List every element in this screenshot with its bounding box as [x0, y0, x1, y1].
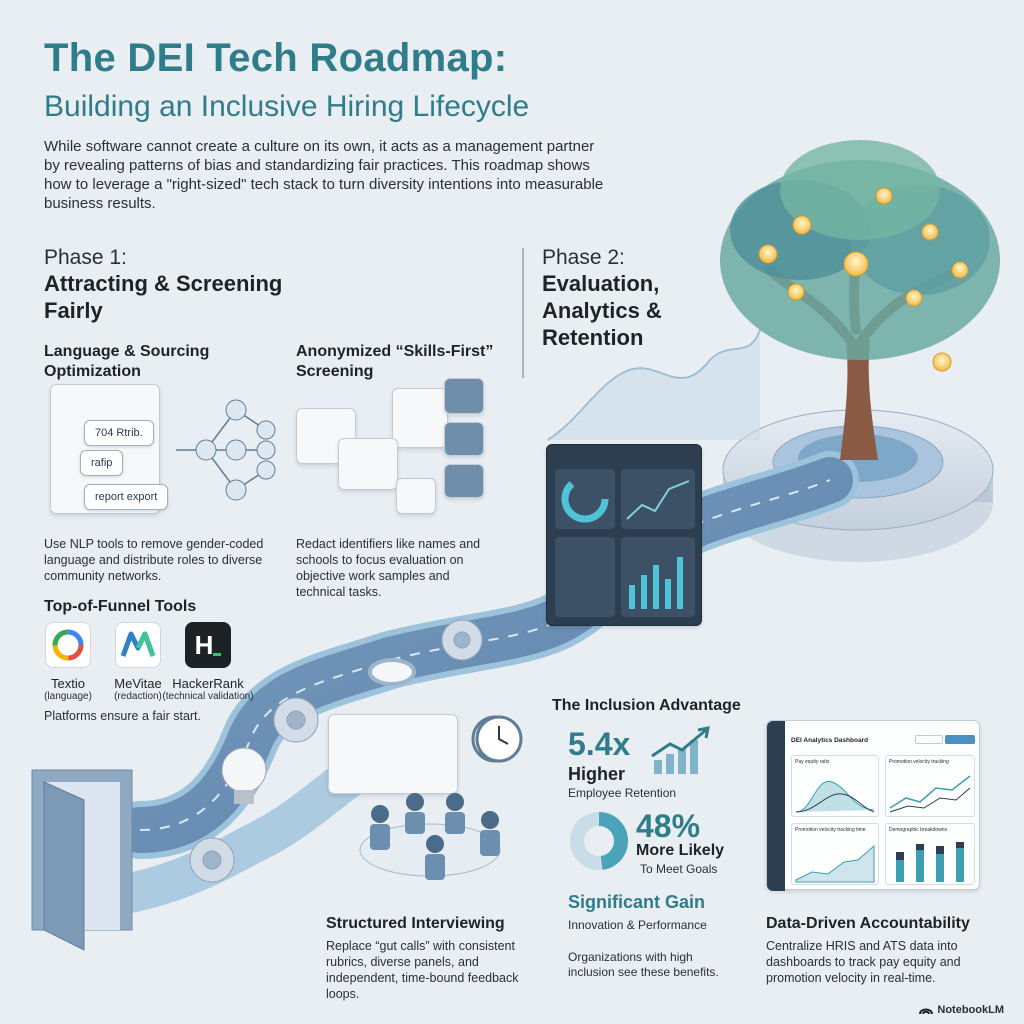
- anonymized-screening-illustration: [296, 378, 496, 528]
- stat-goals-label: More Likely: [636, 842, 725, 859]
- phase-1-header: Phase 1: Attracting & Screening Fairly: [44, 246, 284, 324]
- phase-divider: [522, 248, 524, 378]
- tool-textio[interactable]: Textio (language): [20, 622, 116, 702]
- accountability-text: Centralize HRIS and ATS data into dashbo…: [766, 939, 961, 985]
- interviewing-title: Structured Interviewing: [326, 915, 505, 932]
- panel-label: Demographic breakdowns: [889, 827, 948, 833]
- intro-text: While software cannot create a culture o…: [44, 138, 604, 212]
- phase-2-title: Evaluation, Analytics & Retention: [542, 271, 662, 350]
- clock-icon: [475, 715, 523, 763]
- textio-ring-icon: [45, 622, 91, 668]
- analytics-screen: [546, 444, 702, 626]
- growth-chart-icon: [651, 726, 710, 774]
- page-subtitle: Building an Inclusive Hiring Lifecycle: [44, 90, 530, 123]
- language-sourcing-illustration: 704 Rtrib. rafip report export: [40, 384, 280, 524]
- network-icon: [176, 399, 276, 501]
- tool-note: (language): [44, 691, 92, 702]
- language-sourcing-title: Language & Sourcing Optimization: [44, 343, 210, 380]
- area-chart-icon: [795, 780, 875, 813]
- stat-retention-label: Higher: [568, 764, 626, 784]
- gain-title: Significant Gain: [568, 892, 706, 912]
- phase-2-header: Phase 2: Evaluation, Analytics & Retenti…: [542, 246, 762, 351]
- tree-icon: [720, 140, 1000, 460]
- bar-chart-icon: [896, 842, 964, 882]
- door-icon: [31, 769, 133, 951]
- panel-label: Promotion velocity tracking: [889, 759, 949, 765]
- notebooklm-logo-icon: [919, 1008, 934, 1015]
- brand-name: NotebookLM: [937, 1004, 1004, 1016]
- tool-hackerrank[interactable]: H HackerRank (technical validation): [160, 622, 256, 702]
- tool-mevitae[interactable]: MeVitae (redaction): [90, 622, 186, 702]
- anonymized-screening-text: Redact identifiers like names and school…: [296, 537, 481, 599]
- tool-name: Textio: [51, 676, 85, 691]
- tag-bubble: 704 Rtrib.: [84, 420, 154, 446]
- language-sourcing-text: Use NLP tools to remove gender-coded lan…: [44, 537, 264, 583]
- mevitae-m-icon: [115, 622, 161, 668]
- dashboard-panel: Promotion velocity tracking: [885, 755, 975, 817]
- panel-label: Pay equity ratio: [795, 759, 830, 765]
- tools-title: Top-of-Funnel Tools: [44, 598, 197, 615]
- stat-retention-value: 5.4x: [568, 726, 631, 762]
- dashboard-sidebar: [767, 721, 785, 891]
- page-title: The DEI Tech Roadmap:: [44, 36, 508, 80]
- anonymized-screening-title: Anonymized “Skills-First” Screening: [296, 343, 494, 380]
- stat-goals-sub: To Meet Goals: [640, 862, 718, 876]
- stat-retention-sub: Employee Retention: [568, 786, 677, 800]
- lightbulb-icon: [221, 747, 267, 804]
- dashboard-panel: Pay equity ratio: [791, 755, 879, 817]
- tag-bubble: report export: [84, 484, 169, 510]
- tag-bubble: rafip: [80, 450, 124, 476]
- rubric-board: [328, 714, 458, 794]
- dashboard-export-button[interactable]: [945, 735, 975, 744]
- dei-dashboard: DEI Analytics Dashboard Pay equity ratio…: [766, 720, 980, 891]
- accountability-title: Data-Driven Accountability: [766, 915, 970, 932]
- inclusion-title: The Inclusion Advantage: [552, 697, 741, 714]
- dashboard-title: DEI Analytics Dashboard: [791, 737, 869, 744]
- notebooklm-brand: NotebookLM: [919, 1004, 1004, 1016]
- phase-1-title: Attracting & Screening Fairly: [44, 271, 283, 323]
- hackerrank-h-icon: H: [185, 622, 231, 668]
- code-icon: [444, 422, 484, 456]
- panel-label: Promotion velocity tracking time: [795, 827, 866, 833]
- inclusion-footer: Organizations with high inclusion see th…: [568, 950, 719, 979]
- tool-name: HackerRank: [172, 676, 244, 691]
- donut-chart: [570, 812, 628, 870]
- area-chart-icon: [795, 844, 875, 883]
- tool-name: MeVitae: [114, 676, 162, 691]
- document-icon: [396, 478, 436, 514]
- phase-2-label: Phase 2:: [542, 246, 625, 269]
- line-chart-icon: [889, 775, 971, 813]
- phase-1-label: Phase 1:: [44, 246, 127, 269]
- analytics-charts-icon: [555, 469, 695, 617]
- profile-card: [338, 438, 398, 490]
- tools-footer: Platforms ensure a fair start.: [44, 709, 202, 723]
- gain-sub: Innovation & Performance: [568, 918, 707, 932]
- panel-team-icon: [359, 793, 501, 880]
- profile-card: [392, 388, 448, 448]
- tool-note: (redaction): [114, 691, 162, 702]
- dashboard-panel: Promotion velocity tracking time: [791, 823, 879, 885]
- tool-note: (technical validation): [162, 691, 254, 702]
- interviewing-text: Replace “gut calls” with consistent rubr…: [326, 939, 519, 1001]
- donut-slice: [570, 812, 628, 870]
- dashboard-panel: Demographic breakdowns: [885, 823, 975, 885]
- stat-goals-value: 48%: [636, 808, 701, 844]
- dashboard-filter-button[interactable]: [915, 735, 943, 744]
- terminal-icon: [444, 464, 484, 498]
- python-icon: [444, 378, 484, 414]
